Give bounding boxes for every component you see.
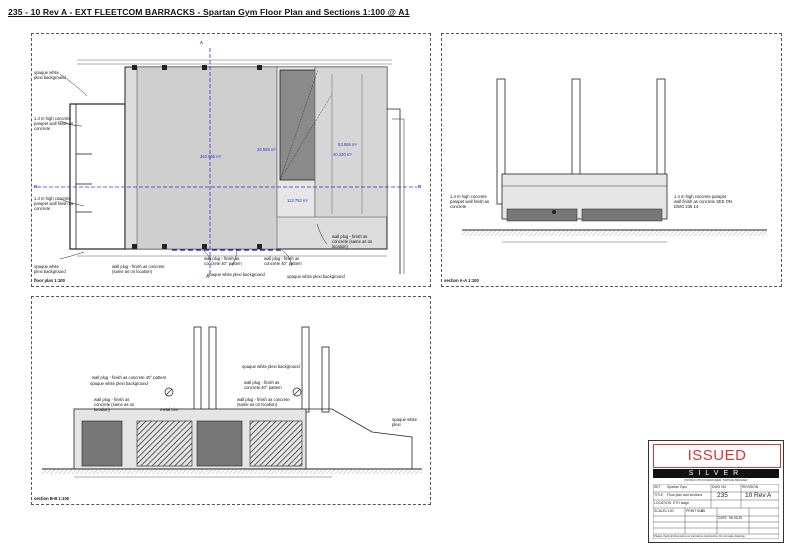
area-right: 53.666 m² [338, 142, 357, 147]
note-opaque-top: opaque white plexi background [34, 70, 66, 80]
area-lower: 113.752 m² [287, 198, 308, 203]
section-bb-note-1: wall plug - finish as concrete 40° patte… [92, 375, 167, 380]
section-bb-label: section B-B 1:100 [34, 496, 70, 501]
area-small: 26.558 m² [257, 147, 276, 152]
footer-note: Please check all dimensions on site befo… [654, 535, 746, 538]
note-opaque-bottom-2: opaque white plexi background [207, 272, 265, 277]
label-sheet: PRINT SIZE [686, 509, 705, 513]
drawing-value: Floor plan and sections [667, 493, 703, 497]
section-bb-note-4: metal trim [160, 407, 179, 412]
note-wall-plug-3: wall plug - finish as concrete 40° patte… [264, 256, 302, 266]
title-block: ISSUED SILVER PRODUCTION DESIGNER: SOPHI… [648, 440, 784, 543]
scale-value: 1:100 [665, 509, 674, 513]
section-mark-a-top: A [200, 40, 204, 45]
note-wall-plug-1: wall plug - finish as concrete (same as … [112, 264, 165, 274]
production-designer: PRODUCTION DESIGNER: SOPHIE BECHER [684, 478, 748, 482]
section-mark-a-bottom: A [206, 274, 210, 279]
area-mid: 40.230 m² [333, 152, 352, 157]
revision-value: 10 Rev A [745, 492, 772, 499]
floor-plan-drawing [37, 48, 417, 274]
note-parapet-2: 1.4 m high concrete parapet wall finish … [34, 196, 74, 211]
section-bb-note-3: wall plug - finish as concrete (same as … [94, 397, 135, 412]
label-date: DATE [718, 516, 727, 520]
project-value: Spartan Gym [667, 485, 687, 489]
date-value: 05.03.25 [729, 516, 743, 520]
label-project: SET [654, 485, 661, 489]
floor-plan-label: floor plan 1:100 [34, 278, 65, 283]
section-bb-note-2: opaque white plexi background [90, 381, 148, 386]
section-bb-note-5: opaque white plexi background [242, 364, 300, 369]
section-bb-note-7: wall plug - finish as concrete (same as … [237, 397, 290, 407]
section-bb-panel: section B-B 1:100 wall plug - finish as … [31, 296, 431, 505]
title-block-grid [653, 484, 779, 539]
note-opaque-bottom-3: opaque white plexi background [287, 274, 345, 279]
brand-bar: SILVER [653, 469, 779, 478]
location-value: ETH stage [673, 501, 690, 505]
section-mark-b-left: B [34, 184, 38, 189]
section-aa-drawing [462, 78, 767, 243]
section-aa-note-right: 1.4 m high concrete parapet wall finish … [674, 194, 732, 209]
section-bb-note-6: wall plug - finish as concrete 40° patte… [244, 380, 282, 390]
note-parapet-1: 1.4 m high concrete parapet wall finish … [34, 116, 74, 131]
section-aa-panel: section A-A 1:100 1.4 m high concrete pa… [441, 33, 782, 287]
note-wall-plug-4: wall plug - finish as concrete (same as … [332, 234, 373, 249]
section-bb-drawing [42, 326, 422, 478]
label-dwg: DWG NO. [712, 485, 728, 489]
dwg-number: 235 [717, 492, 728, 499]
label-title: TITLE [654, 493, 664, 497]
label-rev: REVISION [742, 485, 759, 489]
note-opaque-bottom: opaque white plexi background [34, 264, 66, 274]
label-location: LOCATION [654, 501, 672, 505]
section-aa-note-left: 1.4 m high concrete parapet wall finish … [450, 194, 490, 209]
sheet-value: A1 [701, 509, 706, 513]
section-mark-b-right: B [418, 184, 422, 189]
label-scale: SCALE [654, 509, 666, 513]
area-main: 362.065 m² [200, 154, 222, 159]
section-aa-label: section A-A 1:100 [444, 278, 479, 283]
floor-plan-panel: floor plan 1:100 362.065 m² 26.558 m² 40… [31, 33, 431, 287]
section-bb-note-8: opaque white plexi [392, 417, 417, 427]
note-wall-plug-2: wall plug - finish as concrete 40° patte… [204, 256, 242, 266]
issued-stamp: ISSUED [653, 444, 781, 468]
sheet-title: 235 - 10 Rev A - EXT FLEETCOM BARRACKS -… [8, 7, 410, 17]
